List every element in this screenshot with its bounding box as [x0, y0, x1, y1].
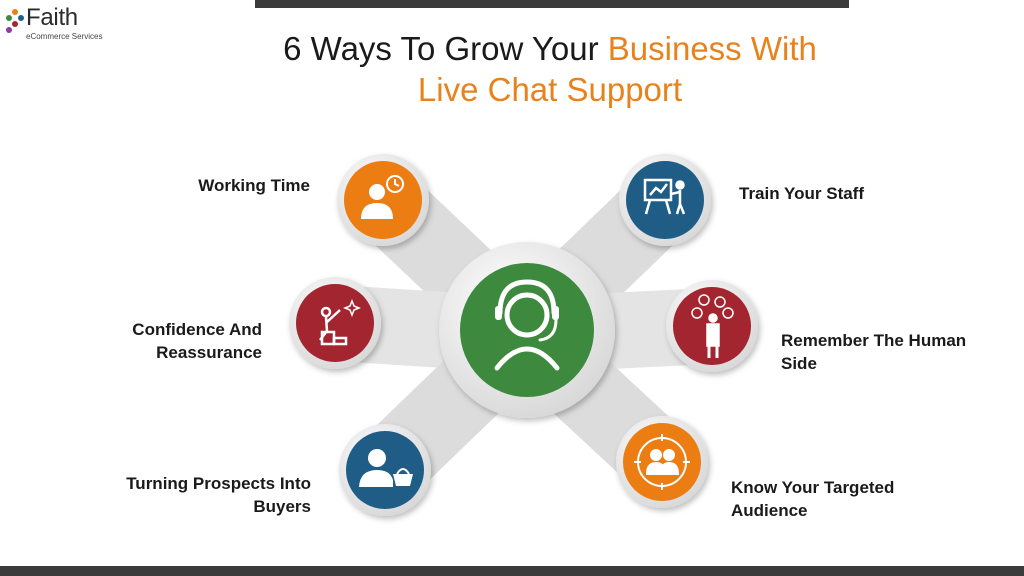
label-train-staff: Train Your Staff [739, 184, 865, 203]
node-human-side [666, 280, 758, 372]
logo-name: Faith [26, 4, 78, 31]
page-title: 6 Ways To Grow Your Business With Live C… [200, 28, 900, 110]
title-highlight-2: Live Chat Support [417, 71, 683, 108]
node-audience [616, 416, 708, 508]
target-audience-icon [634, 434, 690, 490]
center-hub [439, 242, 615, 418]
logo: Faith eCommerce Services [6, 4, 116, 44]
node-working-time [337, 154, 429, 246]
climbing-person-icon [319, 298, 362, 346]
title-text: 6 Ways To Grow Your [283, 30, 608, 67]
node-train-staff [619, 154, 711, 246]
node-prospects [339, 424, 431, 516]
logo-mark-icon [6, 9, 24, 33]
presentation-icon [643, 178, 686, 215]
logo-tagline: eCommerce Services [26, 32, 103, 41]
label-working-time: Working Time [198, 176, 310, 195]
top-bar [255, 0, 849, 8]
person-basket-icon [359, 449, 413, 487]
human-network-icon [691, 294, 734, 358]
node-confidence [289, 277, 381, 369]
title-highlight-1: Business With [607, 30, 817, 67]
bottom-bar [0, 566, 1024, 576]
headset-support-icon [494, 279, 560, 371]
person-clock-icon [361, 175, 404, 219]
